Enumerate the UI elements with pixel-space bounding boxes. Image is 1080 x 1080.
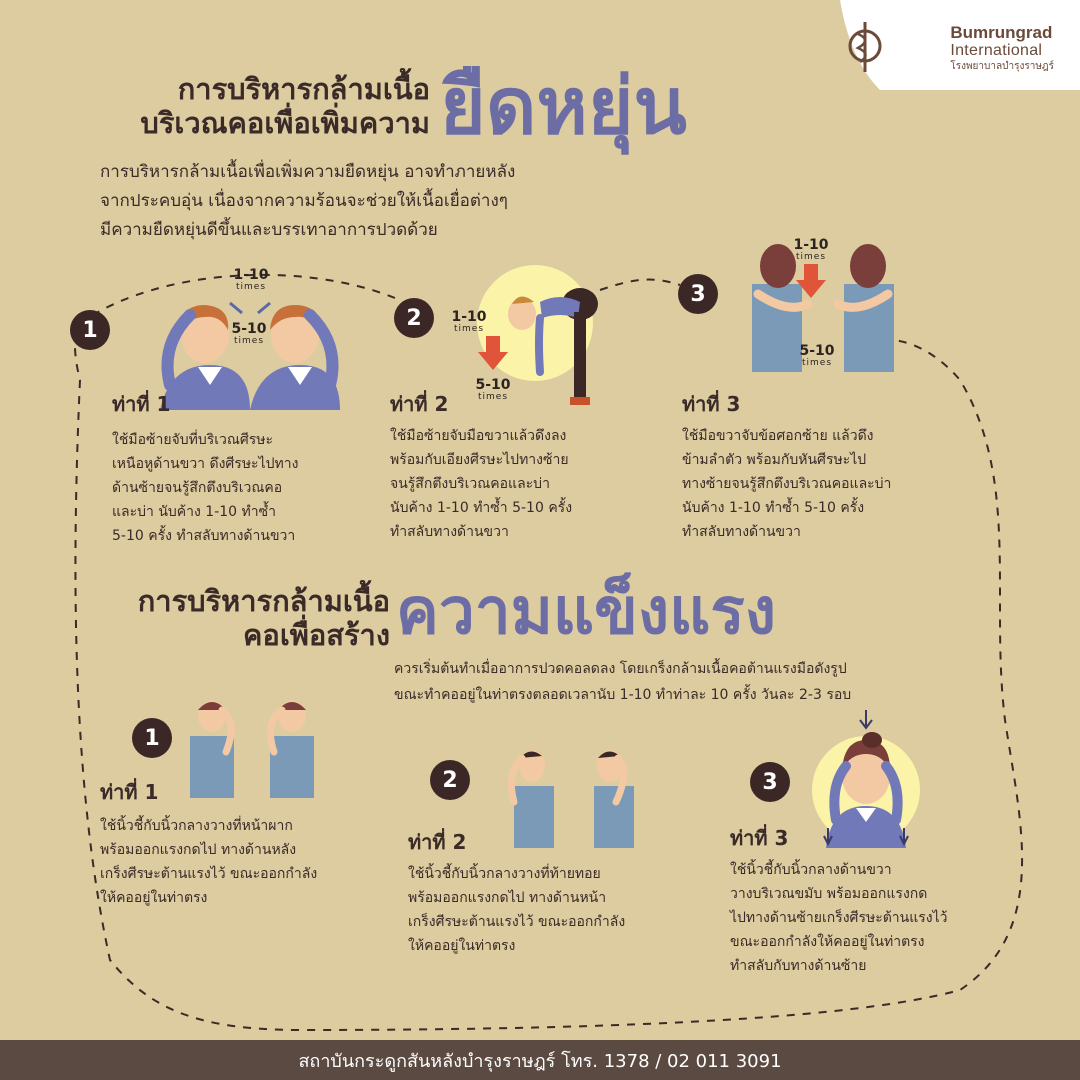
desc-line: พร้อมออกแรงกดไป ทางด้านหลัง bbox=[100, 842, 297, 858]
section1-step1-reps: 5-10 times bbox=[226, 322, 272, 347]
temple-press-illustration bbox=[823, 710, 909, 848]
section1-intro: การบริหารกล้ามเนื้อเพื่อเพิ่มความยืดหยุ่… bbox=[100, 158, 660, 245]
brand-name-sub: International bbox=[950, 42, 1043, 59]
section2-title: การบริหารกล้ามเนื้อ คอเพื่อสร้าง bbox=[60, 584, 390, 652]
section2-step3-title: ท่าที่ 3 bbox=[730, 826, 789, 850]
footer-contact-text: สถาบันกระดูกสันหลังบำรุงราษฎร์ โทร. 1378… bbox=[298, 1050, 782, 1072]
desc-line: นับค้าง 1-10 ทำซ้ำ 5-10 ครั้ง bbox=[390, 500, 573, 516]
brand-name-thai: โรงพยาบาลบำรุงราษฎร์ bbox=[950, 61, 1054, 72]
section1-step1-title: ท่าที่ 1 bbox=[112, 392, 171, 416]
forehead-press-illustration bbox=[190, 700, 314, 798]
section1-step1-hold: 1-10 times bbox=[228, 268, 274, 293]
desc-line: ใช้นิ้วชี้กับนิ้วกลางวางที่หน้าผาก bbox=[100, 818, 293, 834]
desc-line: จนรู้สึกตึงบริเวณคอและบ่า bbox=[390, 476, 550, 492]
times-label: times bbox=[235, 282, 267, 292]
hold-count: 1-10 bbox=[451, 309, 487, 325]
hold-count: 1-10 bbox=[793, 237, 829, 253]
forward-bend-stretch-illustration bbox=[508, 288, 598, 405]
section1-step2-hold: 1-10 times bbox=[446, 310, 492, 335]
section2-step1-desc: ใช้นิ้วชี้กับนิ้วกลางวางที่หน้าผาก พร้อม… bbox=[100, 814, 380, 910]
section2-intro: ควรเริ่มต้นทำเมื่ออาการปวดคอลดลง โดยเกร็… bbox=[394, 656, 1014, 708]
desc-line: ใช้นิ้วชี้กับนิ้วกลางด้านขวา bbox=[730, 862, 892, 878]
reps-count: 5-10 bbox=[231, 321, 267, 337]
section1-step3-hold: 1-10 times bbox=[788, 238, 834, 263]
times-label: times bbox=[795, 252, 827, 262]
desc-line: ทางซ้ายจนรู้สึกตึงบริเวณคอและบ่า bbox=[682, 476, 892, 492]
section2-step3-desc: ใช้นิ้วชี้กับนิ้วกลางด้านขวา วางบริเวณขม… bbox=[730, 858, 1020, 978]
desc-line: ใช้มือซ้ายจับที่บริเวณศีรษะ bbox=[112, 432, 274, 448]
section1-step2-reps: 5-10 times bbox=[470, 378, 516, 403]
section1-title-big: ยืดหยุ่น bbox=[440, 62, 687, 152]
desc-line: และบ่า นับค้าง 1-10 ทำซ้ำ bbox=[112, 504, 276, 520]
desc-line: ให้คออยู่ในท่าตรง bbox=[100, 890, 208, 906]
neck-side-stretch-illustration bbox=[160, 301, 340, 410]
section1-title: การบริหารกล้ามเนื้อ บริเวณคอเพื่อเพิ่มคว… bbox=[100, 72, 430, 140]
section1-intro-line: การบริหารกล้ามเนื้อเพื่อเพิ่มความยืดหยุ่… bbox=[100, 162, 516, 182]
section2-intro-line: ควรเริ่มต้นทำเมื่ออาการปวดคอลดลง โดยเกร็… bbox=[394, 661, 847, 677]
back-head-press-illustration bbox=[507, 750, 634, 848]
section2-step1-number: 1 bbox=[132, 718, 172, 758]
caduceus-icon bbox=[848, 22, 882, 72]
desc-line: ข้ามลำตัว พร้อมกับหันศีรษะไป bbox=[682, 452, 867, 468]
reps-count: 5-10 bbox=[475, 377, 511, 393]
times-label: times bbox=[233, 336, 265, 346]
desc-line: ไปทางด้านซ้ายเกร็งศีรษะต้านแรงไว้ bbox=[730, 910, 948, 926]
section1-step1-number: 1 bbox=[70, 310, 110, 350]
section2-step2-number: 2 bbox=[430, 760, 470, 800]
brand-name: Bumrungrad bbox=[950, 23, 1053, 42]
down-arrow-icon bbox=[796, 264, 826, 298]
section1-title-line1: การบริหารกล้ามเนื้อ bbox=[177, 72, 430, 106]
times-label: times bbox=[801, 358, 833, 368]
down-arrow-icon bbox=[478, 336, 508, 370]
desc-line: เกร็งศีรษะต้านแรงไว้ ขณะออกกำลัง bbox=[100, 866, 318, 882]
desc-line: เหนือหูด้านขวา ดึงศีรษะไปทาง bbox=[112, 456, 299, 472]
section2-intro-line: ขณะทำคออยู่ในท่าตรงตลอดเวลานับ 1-10 ทำท่… bbox=[394, 687, 852, 703]
arm-cross-stretch-illustration bbox=[752, 244, 894, 372]
desc-line: วางบริเวณขมับ พร้อมออกแรงกด bbox=[730, 886, 928, 902]
desc-line: ขณะออกกำลังให้คออยู่ในท่าตรง bbox=[730, 934, 925, 950]
section1-intro-line: มีความยืดหยุ่นดีขึ้นและบรรเทาอาการปวดด้ว… bbox=[100, 220, 438, 240]
section2-step2-title: ท่าที่ 2 bbox=[408, 830, 467, 854]
desc-line: ใช้มือขวาจับข้อศอกซ้าย แล้วดึง bbox=[682, 428, 874, 444]
desc-line: ทำสลับทางด้านขวา bbox=[682, 524, 801, 540]
desc-line: พร้อมออกแรงกดไป ทางด้านหน้า bbox=[408, 890, 607, 906]
times-label: times bbox=[477, 392, 509, 402]
section2-step3-number: 3 bbox=[750, 762, 790, 802]
reps-count: 5-10 bbox=[799, 343, 835, 359]
section1-step3-reps: 5-10 times bbox=[794, 344, 840, 369]
section2-title-line2: คอเพื่อสร้าง bbox=[243, 618, 390, 652]
section1-intro-line: จากประคบอุ่น เนื่องจากความร้อนจะช่วยให้เ… bbox=[100, 191, 508, 211]
section2-title-line1: การบริหารกล้ามเนื้อ bbox=[137, 584, 390, 618]
section2-step2-desc: ใช้นิ้วชี้กับนิ้วกลางวางที่ท้ายทอย พร้อม… bbox=[408, 862, 698, 958]
times-label: times bbox=[453, 324, 485, 334]
desc-line: ให้คออยู่ในท่าตรง bbox=[408, 938, 516, 954]
section1-step3-desc: ใช้มือขวาจับข้อศอกซ้าย แล้วดึง ข้ามลำตัว… bbox=[682, 424, 962, 544]
hold-count: 1-10 bbox=[233, 267, 269, 283]
section1-step2-title: ท่าที่ 2 bbox=[390, 392, 449, 416]
section1-step3-number: 3 bbox=[678, 274, 718, 314]
desc-line: พร้อมกับเอียงศีรษะไปทางซ้าย bbox=[390, 452, 569, 468]
desc-line: นับค้าง 1-10 ทำซ้ำ 5-10 ครั้ง bbox=[682, 500, 865, 516]
section2-title-big: ความแข็งแรง bbox=[396, 575, 776, 649]
desc-line: 5-10 ครั้ง ทำสลับทางด้านขวา bbox=[112, 528, 296, 544]
brand-logo: Bumrungrad International โรงพยาบาลบำรุงร… bbox=[840, 0, 1080, 90]
desc-line: ทำสลับกับทางด้านซ้าย bbox=[730, 958, 867, 974]
section1-step3-title: ท่าที่ 3 bbox=[682, 392, 741, 416]
section1-title-line2: บริเวณคอเพื่อเพิ่มความ bbox=[140, 106, 430, 140]
desc-line: ด้านซ้ายจนรู้สึกตึงบริเวณคอ bbox=[112, 480, 283, 496]
footer-bar: สถาบันกระดูกสันหลังบำรุงราษฎร์ โทร. 1378… bbox=[0, 1040, 1080, 1080]
desc-line: ใช้นิ้วชี้กับนิ้วกลางวางที่ท้ายทอย bbox=[408, 866, 601, 882]
section1-step1-desc: ใช้มือซ้ายจับที่บริเวณศีรษะ เหนือหูด้านข… bbox=[112, 428, 352, 548]
desc-line: เกร็งศีรษะต้านแรงไว้ ขณะออกกำลัง bbox=[408, 914, 626, 930]
section1-step2-number: 2 bbox=[394, 298, 434, 338]
section1-step2-desc: ใช้มือซ้ายจับมือขวาแล้วดึงลง พร้อมกับเอี… bbox=[390, 424, 650, 544]
section2-step1-title: ท่าที่ 1 bbox=[100, 780, 159, 804]
desc-line: ใช้มือซ้ายจับมือขวาแล้วดึงลง bbox=[390, 428, 567, 444]
desc-line: ทำสลับทางด้านขวา bbox=[390, 524, 509, 540]
